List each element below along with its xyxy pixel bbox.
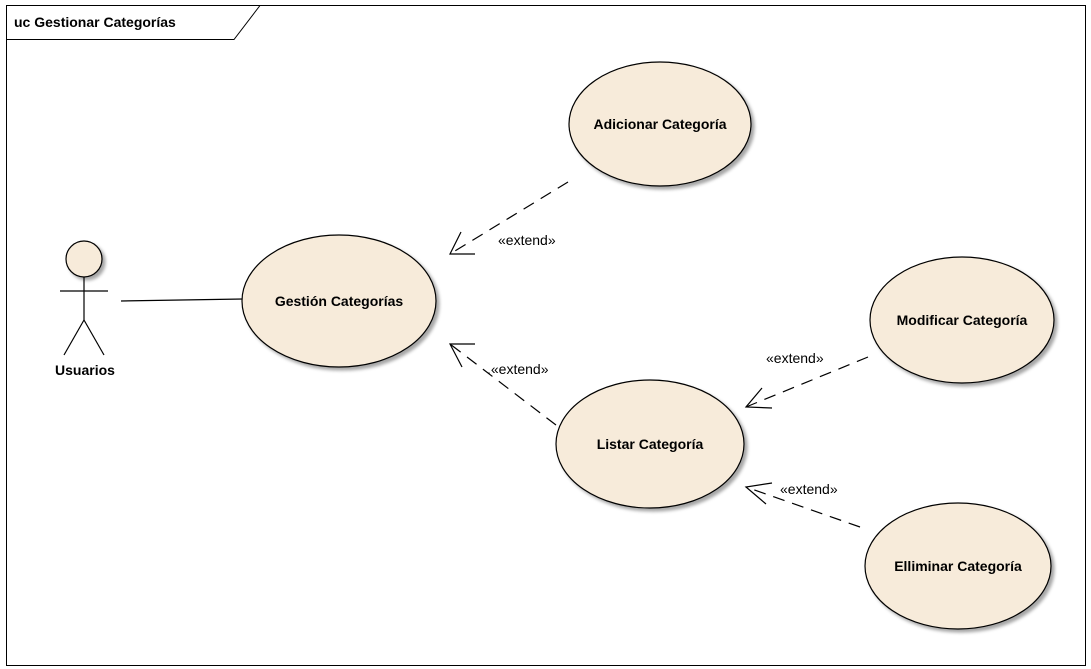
- extend-modificar: «extend»: [744, 350, 869, 409]
- use-case-label: Elliminar Categoría: [894, 558, 1022, 574]
- use-case-modificar[interactable]: Modificar Categoría: [869, 256, 1055, 384]
- extend-line: [745, 356, 869, 408]
- use-case-shape: [869, 256, 1055, 384]
- use-case-shape: [864, 502, 1052, 630]
- extend-label: «extend»: [766, 350, 824, 366]
- arrow-head: [449, 231, 475, 255]
- extend-line: [745, 486, 861, 528]
- use-case-shape: [241, 234, 437, 368]
- diagram-frame: [6, 5, 1086, 666]
- extend-adicionar: «extend»: [449, 181, 569, 255]
- use-case-eliminar[interactable]: Elliminar Categoría: [864, 502, 1052, 630]
- use-case-shape: [555, 379, 745, 509]
- extend-line: [449, 181, 569, 255]
- extend-label: «extend»: [498, 232, 556, 248]
- actor-head: [65, 240, 103, 278]
- extend-label: .«extend»: [487, 361, 549, 377]
- use-case-adicionar[interactable]: Adicionar Categoría: [568, 61, 752, 187]
- actor-right-leg: [83, 319, 105, 356]
- use-case-shape: [568, 61, 752, 187]
- frame-title: uc Gestionar Categorías: [14, 14, 176, 30]
- frame-title-tab: [6, 5, 261, 40]
- arrow-head: [744, 387, 773, 409]
- use-case-label: Modificar Categoría: [897, 312, 1028, 328]
- use-case-label: Gestión Categorías: [275, 293, 404, 309]
- use-case-label: Listar Categoría: [597, 436, 704, 452]
- actor-left-leg: [63, 319, 85, 356]
- actor-label: Usuarios: [55, 362, 115, 378]
- use-case-gestion[interactable]: Gestión Categorías: [241, 234, 437, 368]
- actor-usuarios[interactable]: Usuarios: [55, 240, 115, 378]
- extend-eliminar: «extend»: [744, 481, 861, 528]
- use-case-listar[interactable]: Listar Categoría: [555, 379, 745, 509]
- association-line: [120, 298, 244, 302]
- arrow-head: [449, 343, 475, 368]
- use-case-label: Adicionar Categoría: [593, 116, 726, 132]
- extend-line: [449, 343, 557, 426]
- arrow-head: [744, 482, 773, 505]
- extend-label: «extend»: [780, 481, 838, 497]
- extend-listar: .«extend»: [449, 343, 557, 426]
